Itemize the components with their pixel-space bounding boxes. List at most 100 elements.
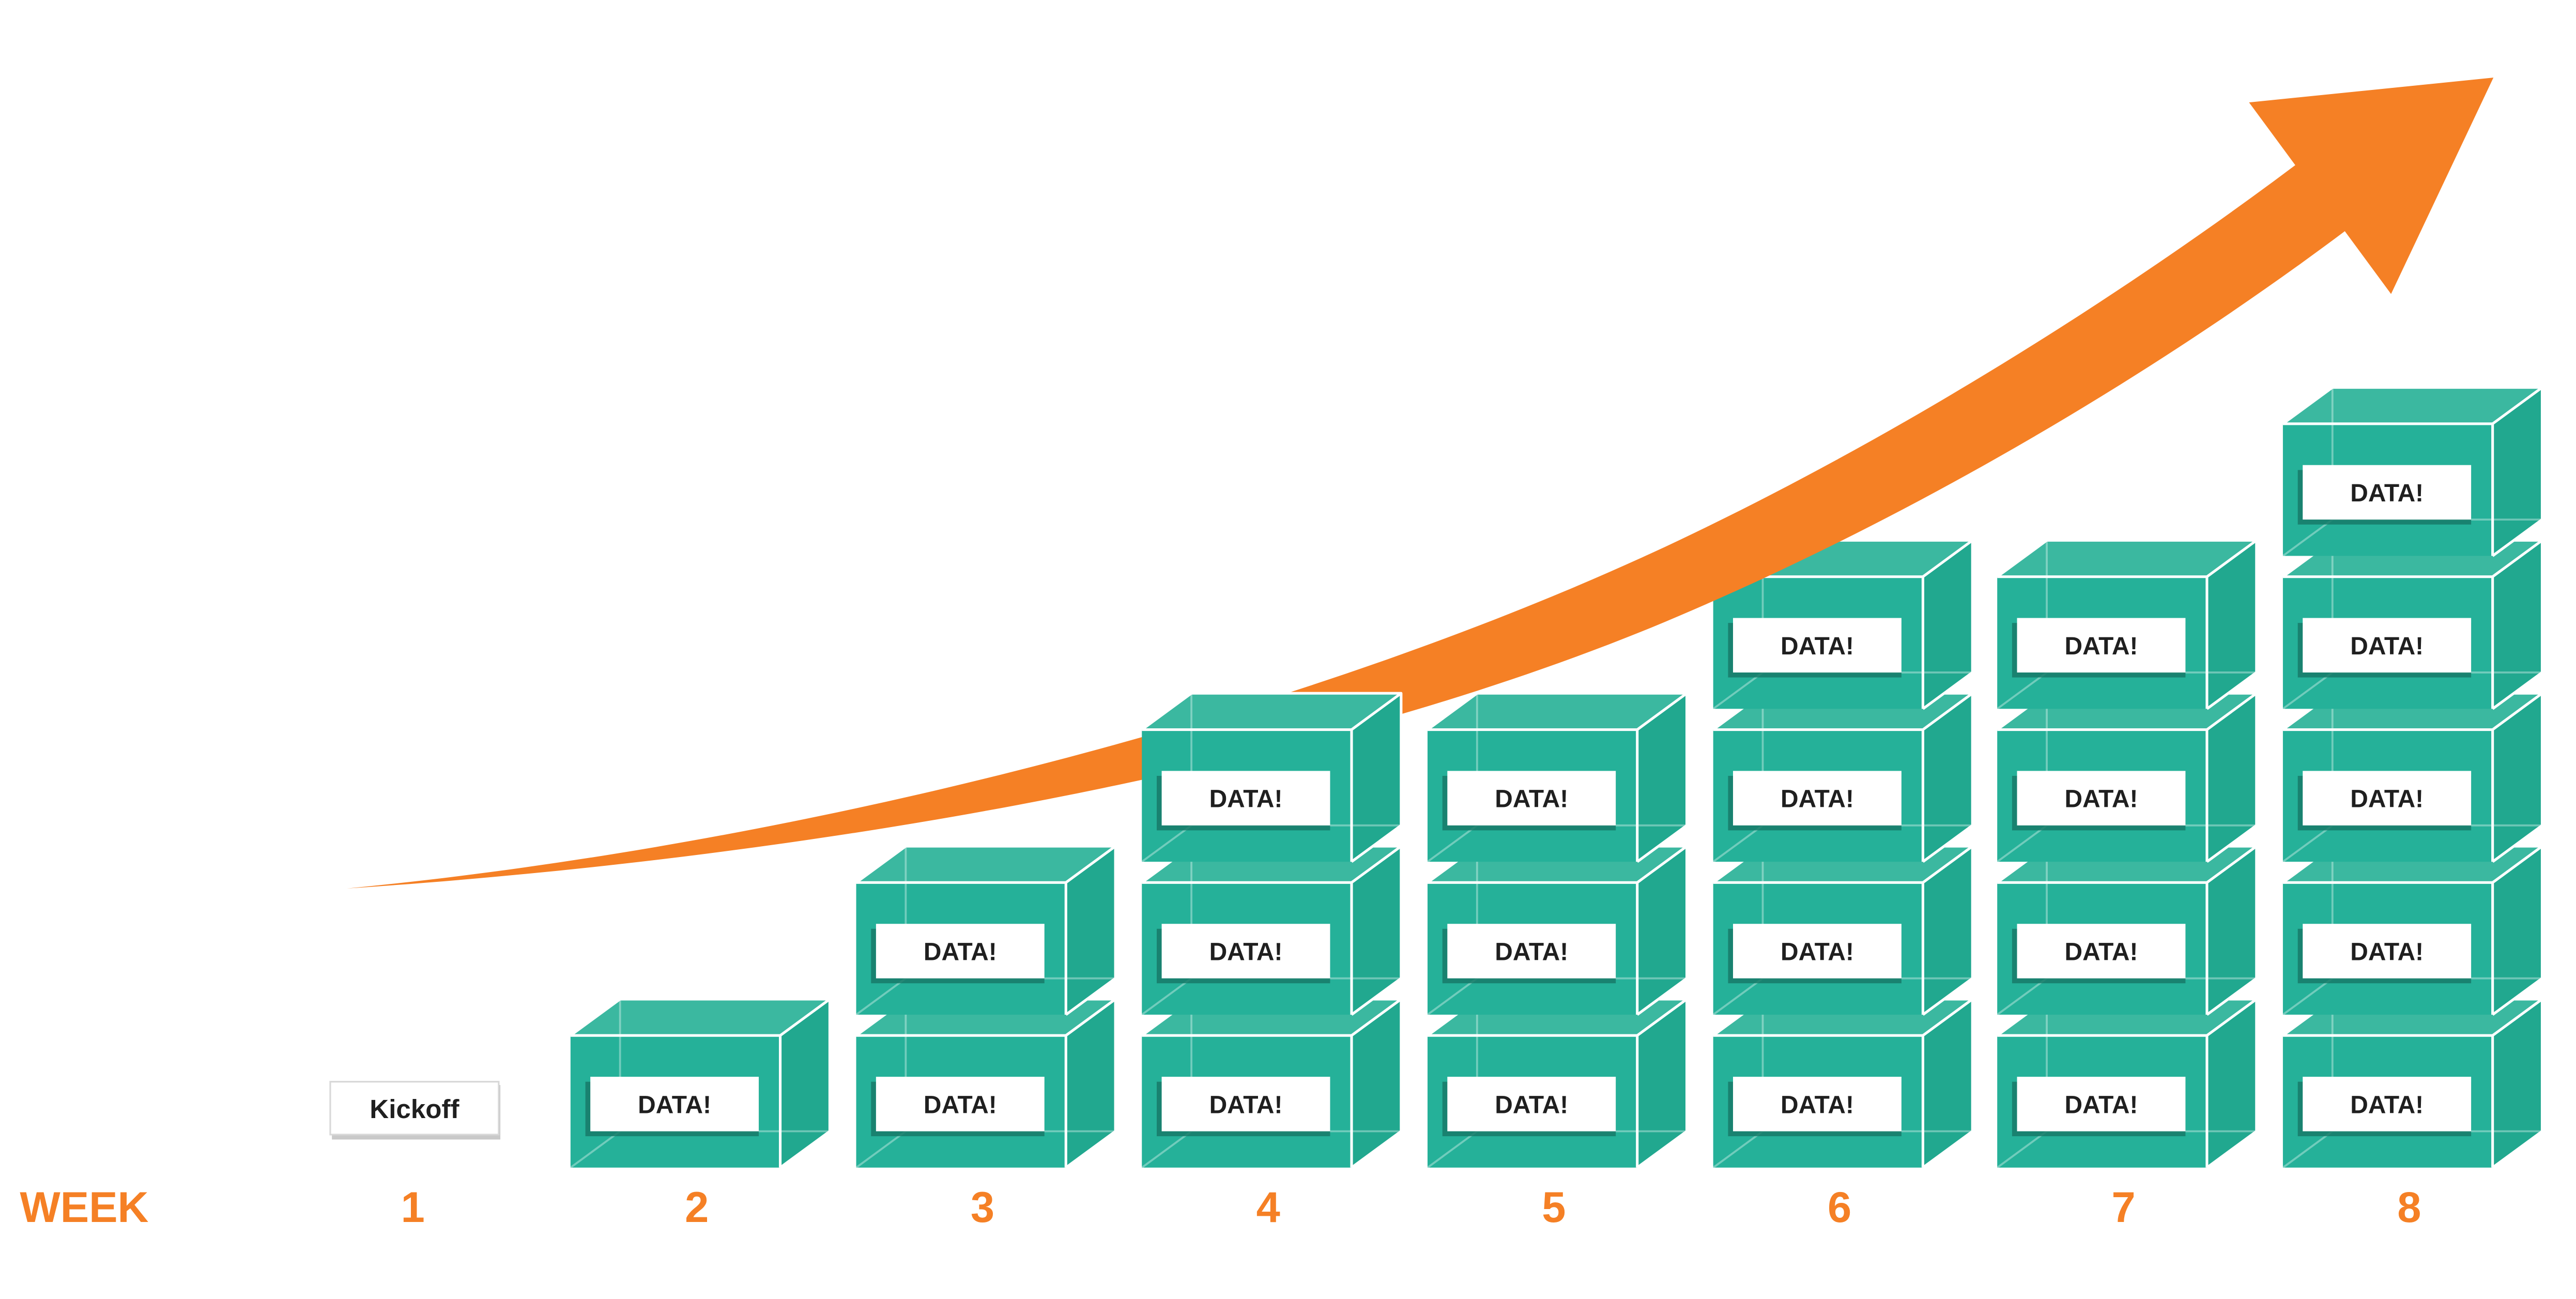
cube-front-edge	[2206, 539, 2258, 578]
data-cube: DATA!	[1141, 998, 1403, 1169]
cube-front-edge	[2282, 422, 2494, 556]
week-label-3: 3	[971, 1183, 994, 1231]
cube-side-face	[2492, 846, 2542, 1015]
week-label-2: 2	[685, 1183, 709, 1231]
data-cube: DATA!	[855, 998, 1117, 1169]
data-cube: DATA!	[1712, 845, 1974, 1016]
cube-side-face	[1923, 540, 1973, 709]
cube-outer-edge	[2282, 386, 2544, 557]
data-cube: DATA!	[1996, 692, 2258, 863]
data-label: DATA!	[2350, 480, 2424, 507]
cube-hidden-edge	[1712, 824, 1764, 863]
cube-front-edge	[1636, 692, 1688, 731]
cube-side-face	[2492, 540, 2542, 709]
data-label-box	[1733, 618, 1902, 673]
data-label-box	[2303, 1077, 2472, 1132]
cube-side-face	[1637, 846, 1687, 1015]
data-label: DATA!	[2065, 939, 2138, 966]
data-label-box	[1161, 771, 1330, 826]
data-label: DATA!	[1781, 939, 1854, 966]
cube-hidden-edge	[1997, 1130, 2048, 1169]
cube-front-edge	[1351, 692, 1402, 731]
cube-hidden-edge	[1427, 824, 1478, 863]
data-label: DATA!	[1495, 939, 1568, 966]
cube-side-face	[1637, 999, 1687, 1168]
cube-side-face	[1352, 846, 1401, 1015]
cube-hidden-edge	[1997, 977, 2048, 1016]
cube-front-edge	[2492, 692, 2543, 731]
week-label-8: 8	[2397, 1183, 2421, 1231]
cube-hidden-edge	[855, 977, 907, 1016]
cube-stacks: DATA! DATA! DATA! DATA! DATA! DATA! DATA! DATA!…	[570, 692, 1689, 1169]
week-label-1: 1	[401, 1183, 425, 1231]
cube-front-edge	[1065, 998, 1116, 1037]
cube-top-face	[1142, 693, 1401, 730]
cube-front-edge	[2492, 539, 2543, 578]
data-cube: DATA!	[2282, 539, 2544, 710]
data-label-box	[876, 924, 1045, 979]
data-label: DATA!	[924, 939, 997, 966]
data-label: DATA!	[2350, 939, 2424, 966]
data-cube: DATA!	[1427, 845, 1689, 1016]
data-cube: DATA!	[2282, 998, 2544, 1169]
data-label: DATA!	[1495, 786, 1568, 813]
data-label-box	[2017, 771, 2186, 826]
data-label: DATA!	[1209, 1091, 1283, 1119]
cube-front-edge	[1351, 998, 1402, 1037]
data-cube: DATA!	[1141, 845, 1403, 1016]
cube-front-edge	[1922, 998, 1973, 1037]
cube-front-edge	[1065, 845, 1116, 884]
cube-hidden-edge	[2282, 1130, 2333, 1169]
cube-front-edge	[1636, 845, 1688, 884]
cube-hidden-edge	[1141, 977, 1192, 1016]
cube-hidden-edge	[1712, 671, 1764, 710]
cube-side-face	[780, 999, 830, 1168]
data-cube: DATA!	[855, 845, 1117, 1016]
cube-side-face	[2492, 999, 2542, 1168]
data-label-box	[1447, 1077, 1616, 1132]
cube-front-edge	[1636, 998, 1688, 1037]
kickoff-label: Kickoff	[370, 1094, 459, 1124]
cube-side-face	[1637, 693, 1687, 862]
data-label-box	[1447, 924, 1616, 979]
cube-hidden-edge	[2282, 518, 2333, 557]
data-label: DATA!	[2350, 786, 2424, 813]
data-label-box	[2303, 924, 2472, 979]
cube-side-face	[2492, 387, 2542, 556]
cube-side-face	[2206, 540, 2257, 709]
data-label: DATA!	[1495, 1091, 1568, 1119]
data-label: DATA!	[1781, 1091, 1854, 1119]
cube-side-face	[2206, 846, 2257, 1015]
kickoff-marker: Kickoff	[329, 1081, 501, 1140]
cube-side-face	[1066, 999, 1116, 1168]
data-label-box	[2017, 924, 2186, 979]
cube-front-edge	[2492, 998, 2543, 1037]
cube-hidden-edge	[1712, 977, 1764, 1016]
cube-front-edge	[1922, 692, 1973, 731]
data-cube: DATA!	[570, 998, 831, 1169]
data-label: DATA!	[924, 1091, 997, 1119]
data-label-box	[2017, 1077, 2186, 1132]
cube-front-edge	[1922, 845, 1973, 884]
cube-side-face	[1352, 999, 1401, 1168]
cube-hidden-edge	[570, 1130, 621, 1169]
data-label-box	[2303, 618, 2472, 673]
cube-front-edge	[779, 998, 831, 1037]
cube-side-face	[2492, 693, 2542, 862]
week-axis-title: WEEK	[20, 1183, 148, 1231]
cube-side-face	[2206, 693, 2257, 862]
week-label-5: 5	[1542, 1183, 1566, 1231]
data-cube: DATA!	[1427, 998, 1689, 1169]
cube-hidden-edge	[1427, 1130, 1478, 1169]
cube-top-face	[1997, 540, 2257, 577]
data-label-box	[1447, 771, 1616, 826]
cube-side-face	[2206, 999, 2257, 1168]
cube-stacks-behind-arrow: DATA!DATA!DATA!DATA!DATA!DATA!DATA!DATA!…	[1712, 386, 2544, 1169]
cube-top-face	[2282, 387, 2542, 424]
data-cube: DATA!	[2282, 692, 2544, 863]
week-label-7: 7	[2112, 1183, 2136, 1231]
cube-front-edge	[2206, 998, 2258, 1037]
